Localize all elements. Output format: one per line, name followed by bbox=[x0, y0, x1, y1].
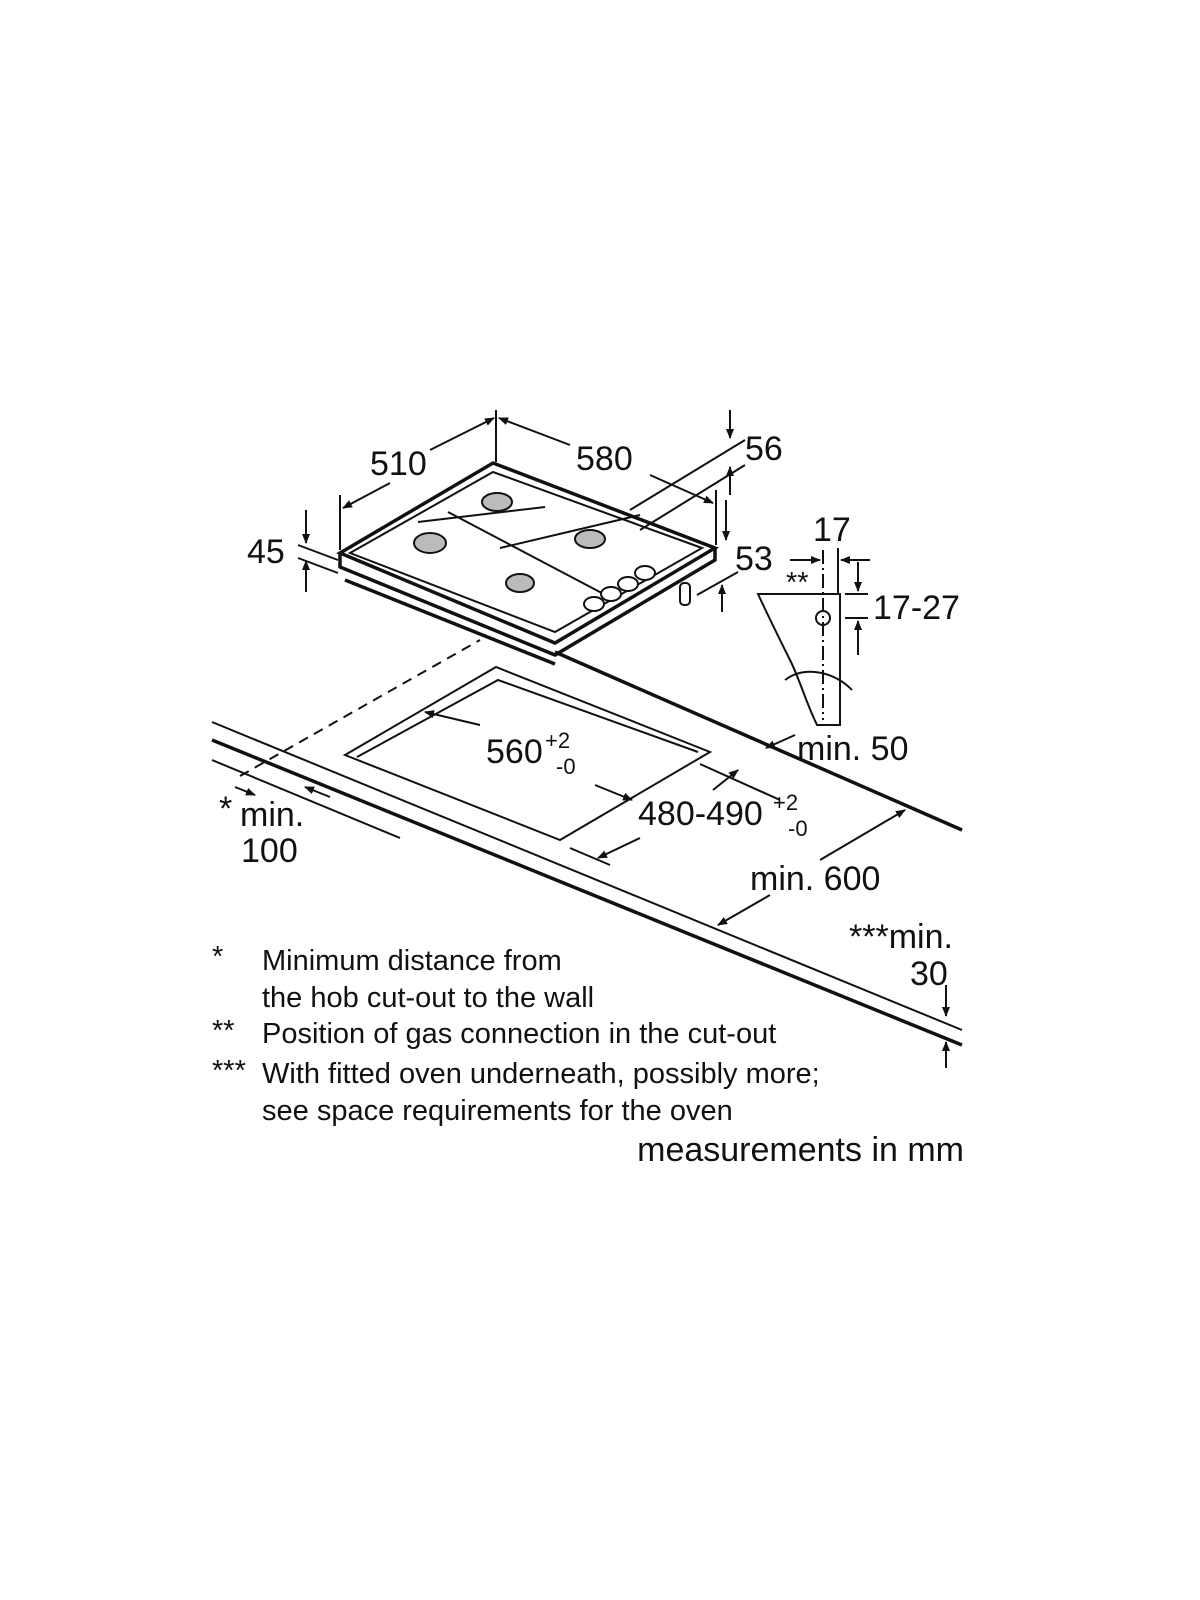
footnote-text: With fitted oven underneath, possibly mo… bbox=[262, 1058, 820, 1090]
dim-height-right: 56 bbox=[745, 430, 783, 468]
cutout bbox=[342, 665, 713, 842]
dim-cutout-width: 560 bbox=[486, 733, 543, 771]
worktop bbox=[211, 639, 963, 1047]
footnote-text: see space requirements for the oven bbox=[262, 1095, 733, 1127]
dimension-lines bbox=[234, 410, 950, 1068]
dim-wall-value: 100 bbox=[241, 832, 298, 870]
dim-53: 53 bbox=[735, 540, 773, 578]
cutout-depth-tol-plus: +2 bbox=[773, 790, 798, 815]
cutout-depth-tol-minus: -0 bbox=[788, 816, 808, 841]
dim-min-50: min. 50 bbox=[797, 730, 909, 768]
burner bbox=[574, 529, 606, 549]
burner bbox=[481, 492, 513, 512]
footnote-text: the hob cut-out to the wall bbox=[262, 982, 594, 1014]
burner bbox=[413, 532, 447, 554]
dim-cutout-depth: 480-490 bbox=[638, 795, 763, 833]
dim-height-left: 45 bbox=[247, 533, 285, 571]
dim-worktop-value: 30 bbox=[910, 955, 948, 993]
footnote-text: Minimum distance from bbox=[262, 945, 562, 977]
dim-gas-offset: 17 bbox=[813, 511, 851, 549]
footnote-marker: * bbox=[212, 941, 223, 973]
burner bbox=[505, 573, 535, 593]
wall-marker: * bbox=[219, 790, 232, 828]
gas-hob bbox=[336, 461, 720, 666]
dim-wall-min: min. bbox=[240, 796, 304, 834]
gas-connection-detail bbox=[756, 548, 870, 726]
footnote-text: Position of gas connection in the cut-ou… bbox=[262, 1018, 776, 1050]
control-knobs bbox=[583, 565, 656, 612]
footnote-marker: *** bbox=[212, 1055, 246, 1087]
units-note: measurements in mm bbox=[637, 1131, 964, 1169]
cutout-width-tol-plus: +2 bbox=[545, 728, 570, 753]
dim-width: 510 bbox=[370, 445, 427, 483]
dim-gas-depth: 17-27 bbox=[873, 589, 960, 627]
dim-worktop-min: ***min. bbox=[849, 918, 953, 956]
dim-depth: 580 bbox=[576, 440, 633, 478]
footnote-marker: ** bbox=[212, 1015, 235, 1047]
gas-marker: ** bbox=[786, 567, 809, 599]
dim-min-600: min. 600 bbox=[750, 860, 880, 898]
footnotes: * Minimum distance from the hob cut-out … bbox=[212, 941, 820, 1127]
cutout-width-tol-minus: -0 bbox=[556, 754, 576, 779]
gas-connector bbox=[679, 582, 691, 606]
